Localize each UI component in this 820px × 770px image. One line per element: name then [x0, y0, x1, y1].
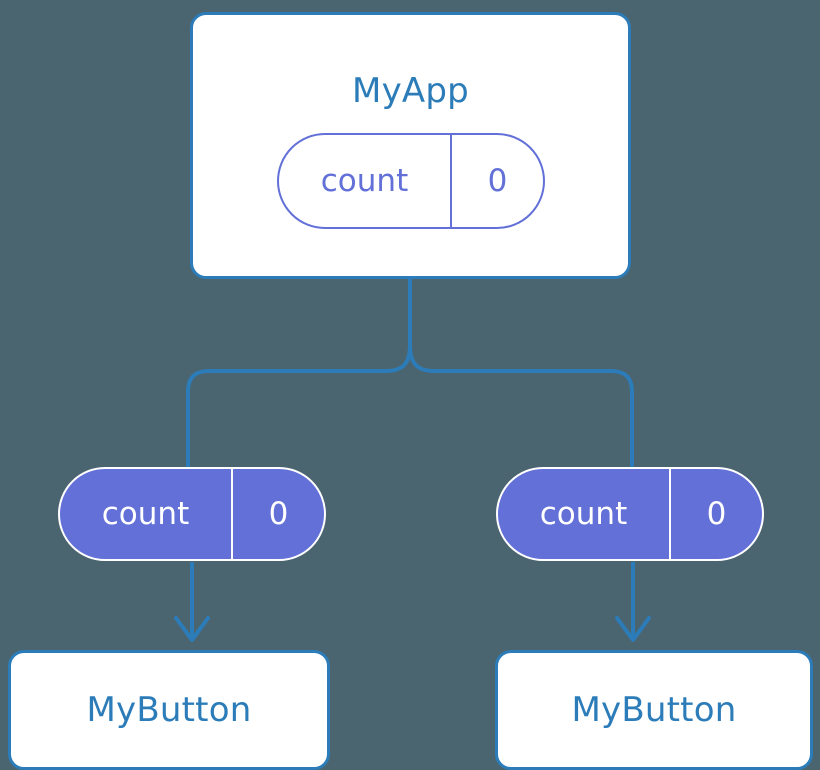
arrowhead-left: [174, 616, 210, 642]
connector-fork-left: [186, 344, 412, 468]
component-card-mybutton-left[interactable]: MyButton: [8, 650, 330, 770]
state-pill-root-label: count: [279, 135, 452, 227]
component-name-mybutton-right: MyButton: [571, 690, 737, 730]
state-pill-right-value: 0: [706, 495, 727, 532]
state-pill-right-label: count: [498, 469, 671, 559]
state-pill-root[interactable]: count 0: [277, 133, 545, 229]
state-pill-right[interactable]: count 0: [496, 467, 764, 561]
arrowhead-right: [615, 616, 651, 642]
connector-fork-right: [408, 344, 634, 468]
state-pill-left[interactable]: count 0: [58, 467, 326, 561]
component-name-mybutton-left: MyButton: [86, 690, 252, 730]
component-card-mybutton-right[interactable]: MyButton: [495, 650, 813, 770]
state-pill-left-label: count: [60, 469, 233, 559]
state-pill-left-value: 0: [268, 495, 289, 532]
state-pill-root-value: 0: [487, 162, 508, 199]
component-name-myapp: MyApp: [352, 71, 469, 111]
